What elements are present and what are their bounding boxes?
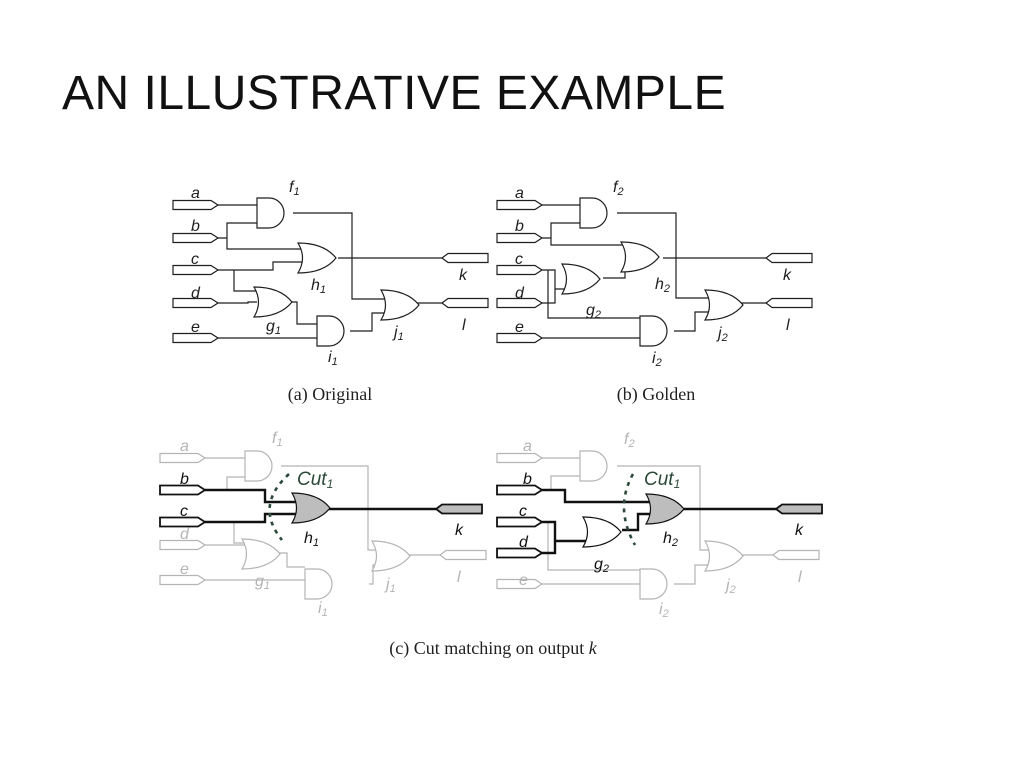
output-label-l: l [798, 569, 802, 586]
panel-cut-golden-faded: a e l f2 i2 j2 [496, 431, 820, 620]
input-label-c: c [515, 251, 523, 268]
input-label-d: d [519, 534, 529, 551]
gate-label-g: g1 [255, 573, 270, 592]
panel-golden: a b c d e k l f2 h2 g2 i2 j2 [496, 179, 813, 369]
slide-title: AN ILLUSTRATIVE EXAMPLE [62, 67, 727, 120]
and-gate-i [304, 568, 333, 600]
output-label-l: l [462, 317, 466, 334]
and-gate-f [244, 450, 273, 482]
output-label-k: k [795, 522, 804, 539]
or-gate-h-highlighted [645, 493, 685, 525]
caption-a: (a) Original [288, 384, 372, 405]
gate-label-i: i1 [328, 349, 338, 368]
output-pin-k-highlighted [775, 503, 823, 515]
panel-cut-original-highlight: b c k h1 [159, 471, 483, 549]
panel-cut-original-faded: a d e l f1 g1 i1 j1 [159, 430, 487, 619]
output-label-k: k [459, 267, 468, 284]
gate-label-j: j2 [724, 577, 736, 596]
output-pin-k-highlighted [435, 503, 483, 515]
input-label-a: a [523, 438, 532, 455]
input-label-b: b [523, 471, 532, 488]
caption-c: (c) Cut matching on output k [389, 638, 597, 659]
or-gate-h [620, 241, 660, 273]
input-label-a: a [180, 438, 189, 455]
gate-label-h: h1 [304, 530, 319, 549]
input-label-d: d [180, 526, 190, 543]
input-label-a: a [191, 185, 200, 202]
or-gate-g [582, 516, 622, 548]
gate-label-h: h2 [663, 530, 678, 549]
panel-original: a b c d e k l f1 h1 g1 i1 j1 [172, 179, 489, 368]
panel-cut-golden-highlight: b c d k g2 h2 [496, 471, 823, 575]
and-gate-f [579, 450, 608, 482]
output-label-k: k [783, 267, 792, 284]
and-gate-i [316, 315, 345, 347]
input-label-b: b [191, 218, 200, 235]
gate-label-i: i1 [318, 600, 328, 619]
cut-label-right: Cut1 [644, 469, 680, 491]
caption-b: (b) Golden [617, 384, 695, 405]
input-pin-a [496, 452, 543, 464]
or-gate-j [380, 289, 420, 321]
gate-label-g: g2 [594, 556, 609, 575]
gate-label-f: f2 [624, 431, 635, 450]
gate-label-h: h2 [655, 276, 670, 295]
output-pin-l [439, 549, 487, 561]
or-gate-j [704, 289, 744, 321]
gate-label-f: f2 [613, 179, 624, 198]
and-gate-f [256, 197, 285, 229]
or-gate-g [561, 263, 601, 295]
gate-label-j: j1 [392, 324, 404, 343]
input-label-d: d [515, 285, 525, 302]
input-pin-b [496, 484, 543, 496]
or-gate-g [241, 538, 281, 570]
gate-label-i: i2 [652, 350, 662, 369]
input-label-c: c [191, 251, 199, 268]
input-label-c: c [180, 503, 188, 520]
gate-label-h: h1 [311, 277, 326, 296]
output-label-l: l [457, 569, 461, 586]
gate-label-g: g2 [586, 302, 601, 321]
wire [541, 204, 768, 339]
or-gate-j [371, 540, 411, 572]
and-gate-i [639, 315, 668, 347]
and-gate-f [579, 197, 608, 229]
input-label-b: b [515, 218, 524, 235]
output-label-l: l [786, 317, 790, 334]
wire [541, 488, 778, 555]
output-pin-k [765, 252, 813, 264]
output-pin-l [765, 297, 813, 309]
or-gate-j [704, 540, 744, 572]
gate-label-g: g1 [266, 318, 281, 337]
gate-label-i: i2 [659, 601, 669, 620]
or-gate-h [297, 242, 337, 274]
cut-label-left: Cut1 [297, 469, 333, 491]
gate-label-j: j2 [716, 325, 728, 344]
output-pin-l [441, 297, 489, 309]
output-pin-l [772, 549, 820, 561]
input-label-e: e [180, 561, 189, 578]
output-label-k: k [455, 522, 464, 539]
input-label-e: e [519, 572, 528, 589]
gate-label-j: j1 [384, 576, 396, 595]
input-label-a: a [515, 185, 524, 202]
and-gate-i [639, 568, 668, 600]
gate-label-f: f1 [272, 430, 283, 449]
or-gate-h-highlighted [291, 492, 331, 524]
input-label-e: e [191, 319, 200, 336]
cut-boundary-right [622, 473, 637, 546]
cut-boundary-left [268, 473, 290, 541]
input-label-b: b [180, 471, 189, 488]
or-gate-g [253, 286, 293, 318]
input-label-d: d [191, 285, 201, 302]
wire [205, 488, 436, 524]
wire [217, 204, 444, 339]
gate-label-f: f1 [289, 179, 300, 198]
output-pin-k [441, 252, 489, 264]
input-label-e: e [515, 319, 524, 336]
input-label-c: c [519, 503, 527, 520]
